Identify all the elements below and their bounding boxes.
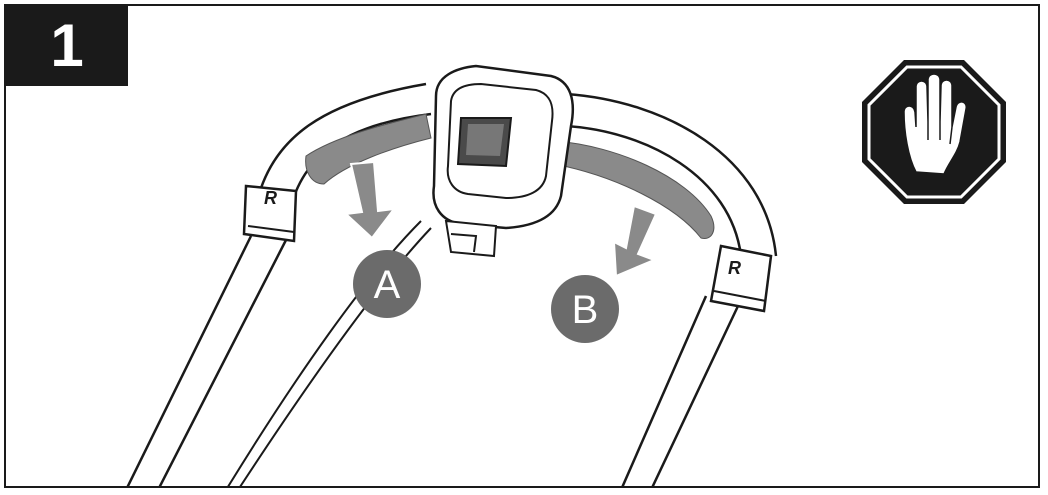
cable: [227, 220, 422, 486]
brand-mark-right: R: [728, 258, 741, 278]
switch-box: [432, 64, 575, 258]
callout-a-label: A: [374, 263, 401, 307]
left-coupling: R: [242, 184, 298, 243]
instruction-panel: 1 R R: [4, 4, 1040, 488]
right-handle-tube: [565, 92, 778, 486]
step-number-badge: 1: [6, 6, 128, 86]
left-grip: [305, 113, 432, 185]
callout-b-label: B: [572, 288, 599, 332]
callout-a: A: [353, 250, 421, 318]
stop-hand-icon: [862, 60, 1006, 204]
brand-mark-left: R: [264, 188, 277, 208]
arrow-a: [343, 160, 397, 240]
callout-b: B: [551, 275, 619, 343]
right-grip: [553, 140, 715, 240]
right-coupling: R: [709, 244, 773, 313]
arrow-b: [612, 204, 658, 278]
mower-handle-illustration: R R: [126, 60, 1006, 486]
